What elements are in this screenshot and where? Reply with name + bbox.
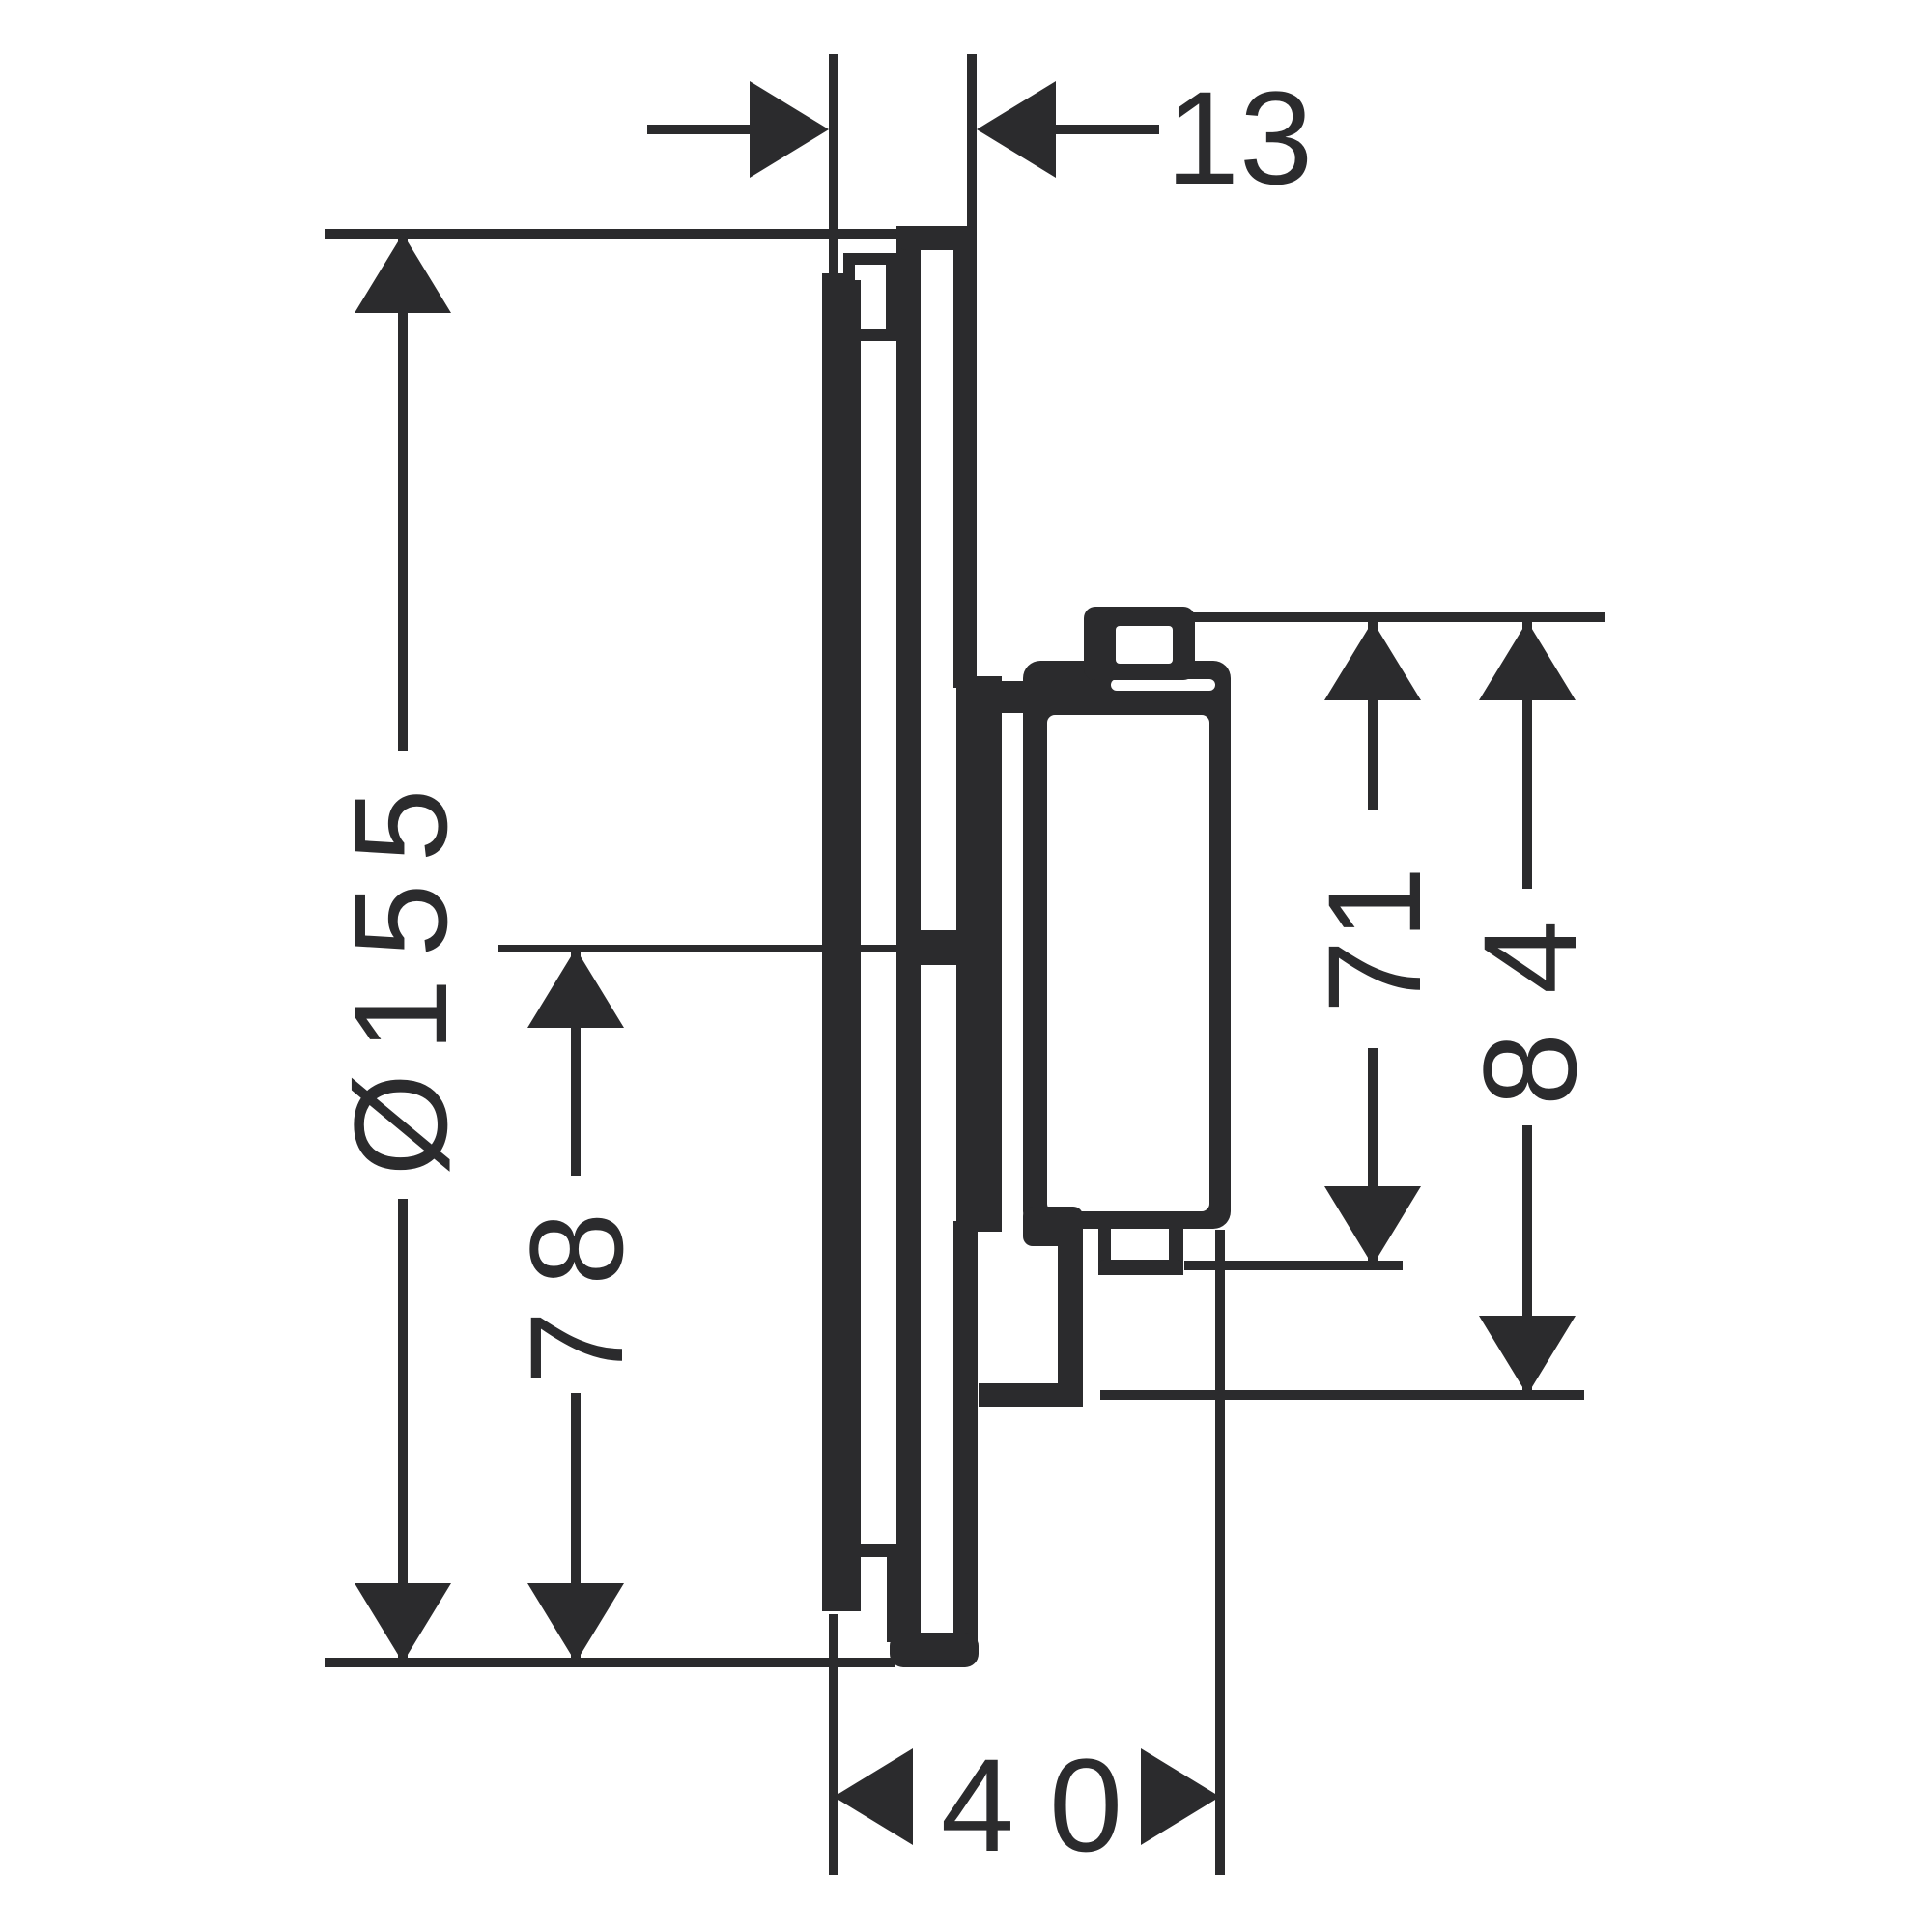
svg-text:40: 40	[941, 1732, 1157, 1880]
svg-text:84: 84	[1457, 882, 1605, 1106]
svg-text:13: 13	[1166, 65, 1313, 213]
svg-text:78: 78	[503, 1187, 651, 1384]
svg-text:71: 71	[1301, 867, 1449, 1013]
svg-text:Ø155: Ø155	[327, 767, 475, 1176]
